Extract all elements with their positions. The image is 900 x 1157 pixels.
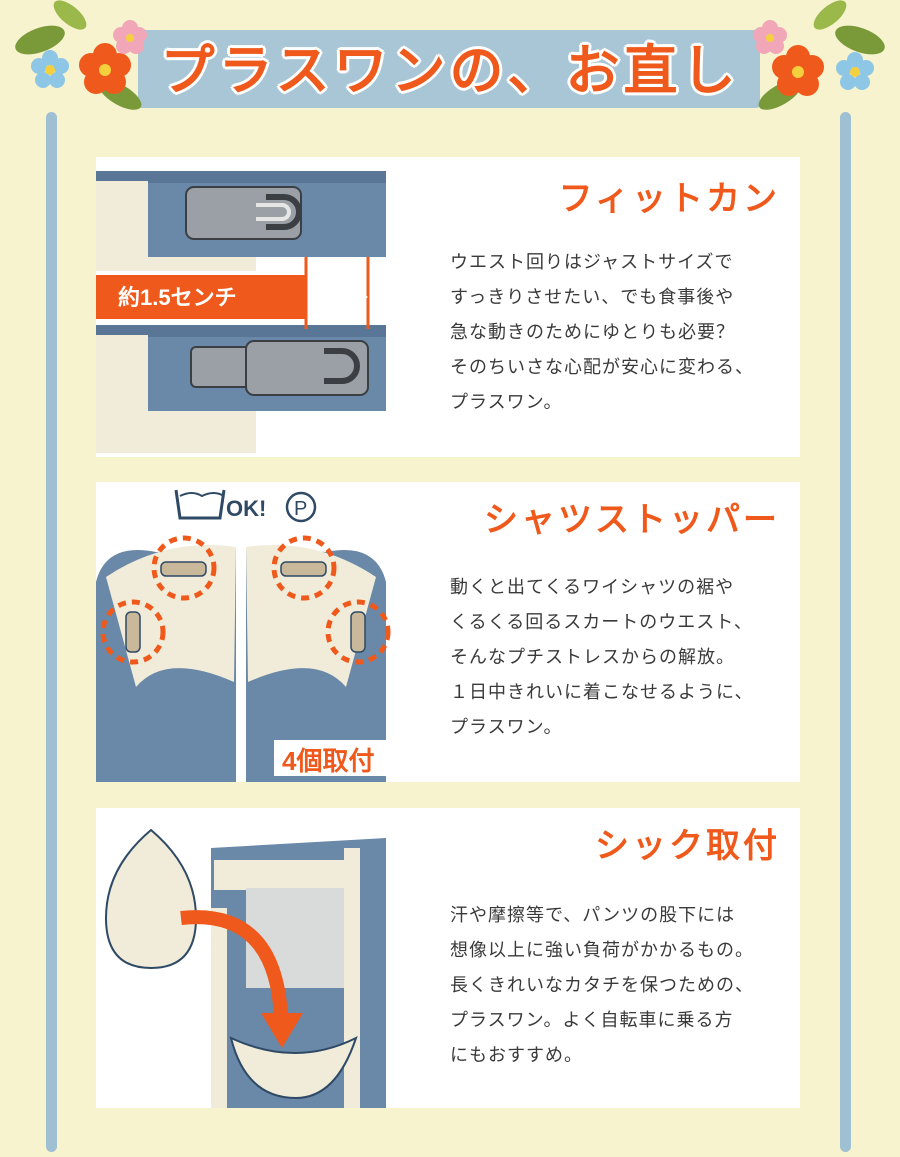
frame-right — [840, 112, 851, 1152]
section-title-chic: シック取付 — [595, 826, 780, 866]
section-chic: シック取付 汗や摩擦等で、パンツの股下には 想像以上に強い負荷がかかるもの。 長… — [96, 808, 800, 1108]
section-title-shirt-stopper: シャツストッパー — [484, 500, 780, 540]
press-p-label: P — [294, 498, 307, 520]
fitkan-label: 約1.5センチ — [118, 285, 237, 310]
shirt-stopper-illustration: OK! P 4個取付 — [96, 489, 391, 782]
title-banner — [138, 30, 760, 108]
wash-ok-label: OK! — [226, 496, 266, 521]
section-text-chic: 汗や摩擦等で、パンツの股下には 想像以上に強い負荷がかかるもの。 長くきれいなカ… — [450, 905, 754, 1066]
fitkan-illustration: 約1.5センチ — [96, 171, 386, 453]
section-text-fitkan: ウエスト回りはジャストサイズで すっきりさせたい、でも食事後や 急な動きのために… — [450, 252, 754, 413]
section-shirt-stopper: OK! P 4個取付 シャツストッパー 動くと出てくるワイシャツの裾や くるくる… — [96, 482, 800, 782]
frame-left — [46, 112, 57, 1152]
page-title: プラスワンの、お直し — [160, 39, 740, 102]
count-label: 4個取付 — [282, 746, 374, 776]
section-fitkan: 約1.5センチ フィットカン ウエスト回りはジャストサイズで すっきりさせたい、… — [96, 157, 800, 457]
flower-decoration-right — [753, 0, 885, 110]
flower-decoration-left — [15, 0, 147, 110]
section-text-shirt-stopper: 動くと出てくるワイシャツの裾や くるくる回るスカートのウエスト、 そんなプチスト… — [450, 577, 754, 738]
chic-illustration — [104, 828, 386, 1108]
section-title-fitkan: フィットカン — [558, 179, 780, 219]
